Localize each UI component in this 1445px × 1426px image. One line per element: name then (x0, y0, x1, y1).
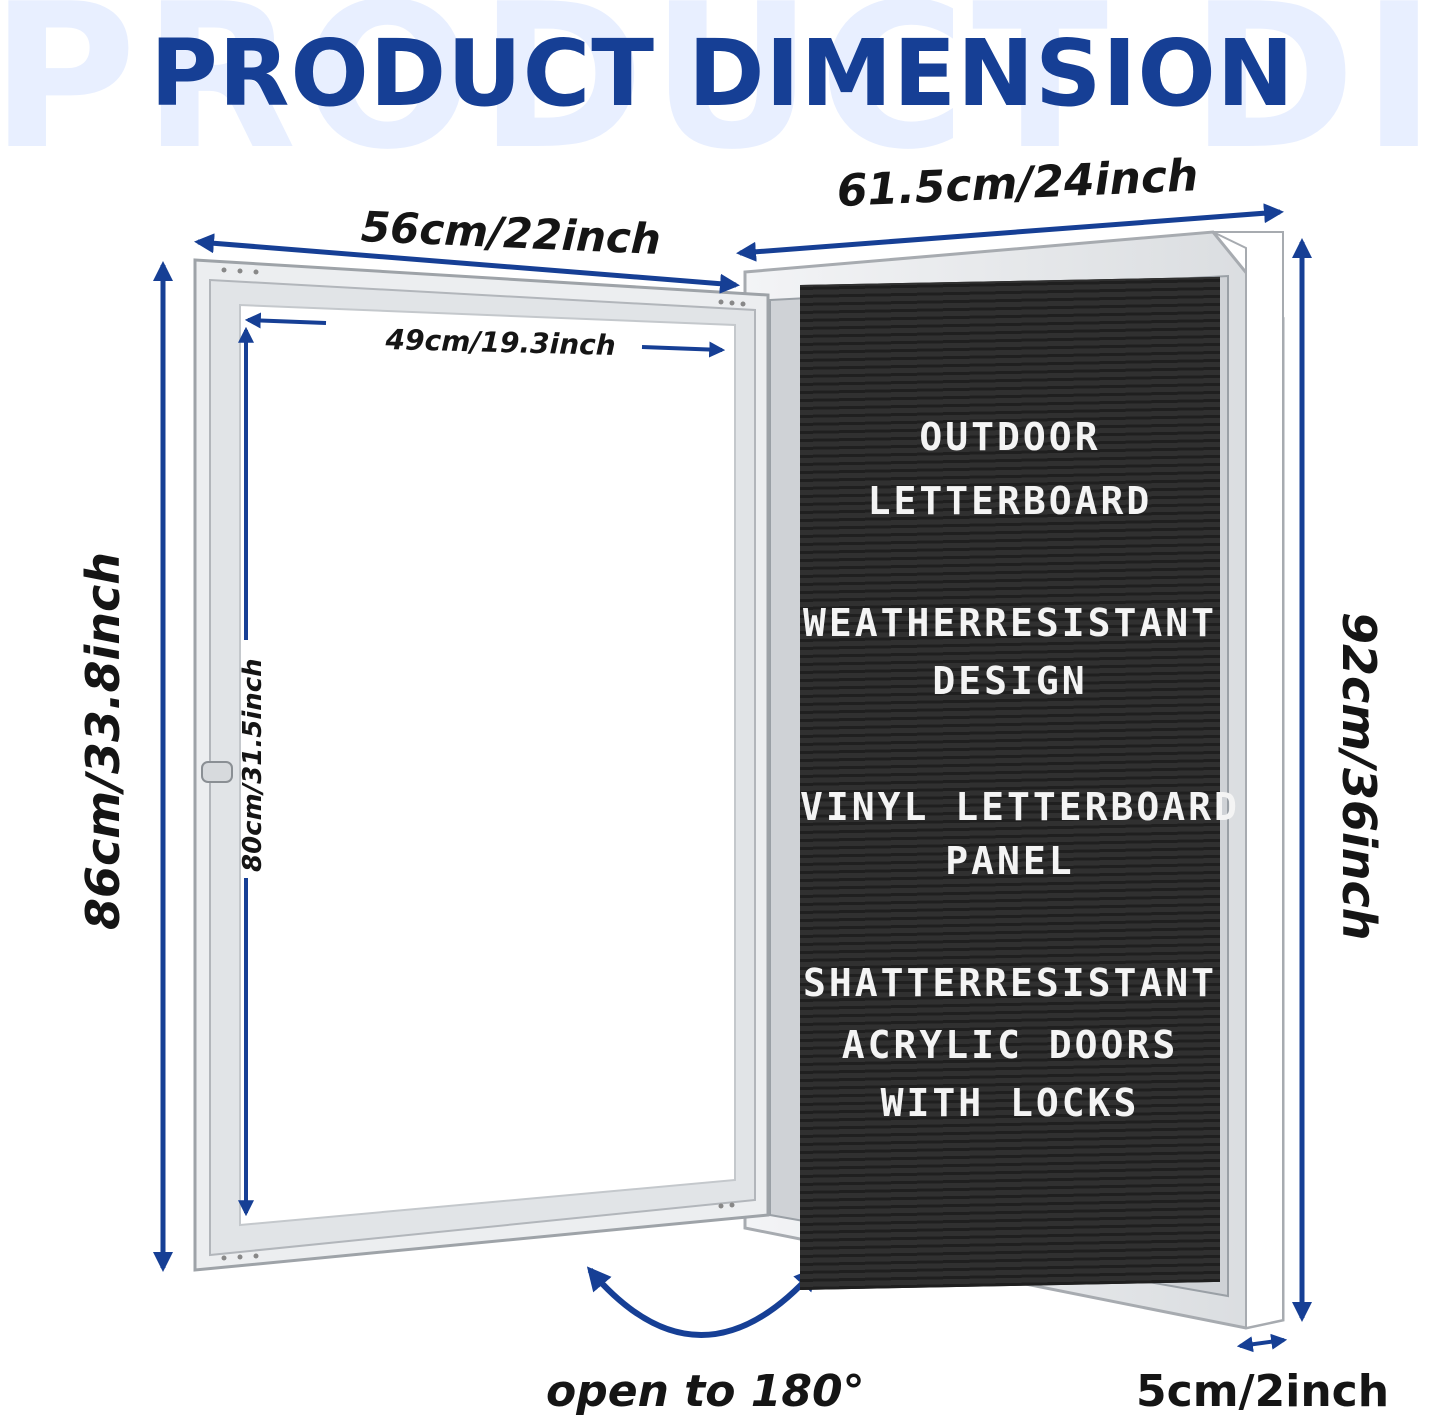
board-width-arrow (736, 203, 1284, 262)
board-line-9: WITH LOCKS (880, 1081, 1140, 1125)
board-line-8: ACRYLIC DOORS (841, 1023, 1179, 1067)
depth-arrow (1236, 1333, 1288, 1353)
door-glass (239, 303, 736, 1227)
board-line-5: VINYL LETTERBOARD (800, 785, 1240, 829)
depth-label: 5cm/2inch (1136, 1366, 1390, 1417)
page-title: PRODUCT DIMENSION (150, 20, 1295, 127)
opening-label: open to 180° (546, 1366, 865, 1417)
board-line-3: WEATHERRESISTANT (802, 601, 1218, 645)
board-line-6: PANEL (945, 839, 1075, 883)
board-line-1: OUTDOOR (919, 415, 1101, 459)
door-height-label: 86cm/33.8inch (76, 551, 130, 930)
board-height-label: 92cm/36inch (1332, 612, 1386, 941)
opening-arc-arrow (586, 1266, 819, 1338)
door-inner-height-label: 80cm/31.5inch (238, 658, 268, 872)
inner-width-arrow-left (244, 312, 327, 329)
door-width-label: 56cm/22inch (360, 202, 662, 265)
inner-width-arrow-right (641, 341, 726, 358)
door-lock (201, 761, 233, 783)
door-inner-width-label: 49cm/19.3inch (385, 323, 617, 363)
door-width-arrow (194, 233, 740, 294)
board-line-2: LETTERBOARD (867, 479, 1153, 523)
board-line-7: SHATTERRESISTANT (802, 961, 1218, 1005)
watermark-text: PRODUCT DI (0, 0, 1443, 194)
board-line-4: DESIGN (932, 659, 1088, 703)
